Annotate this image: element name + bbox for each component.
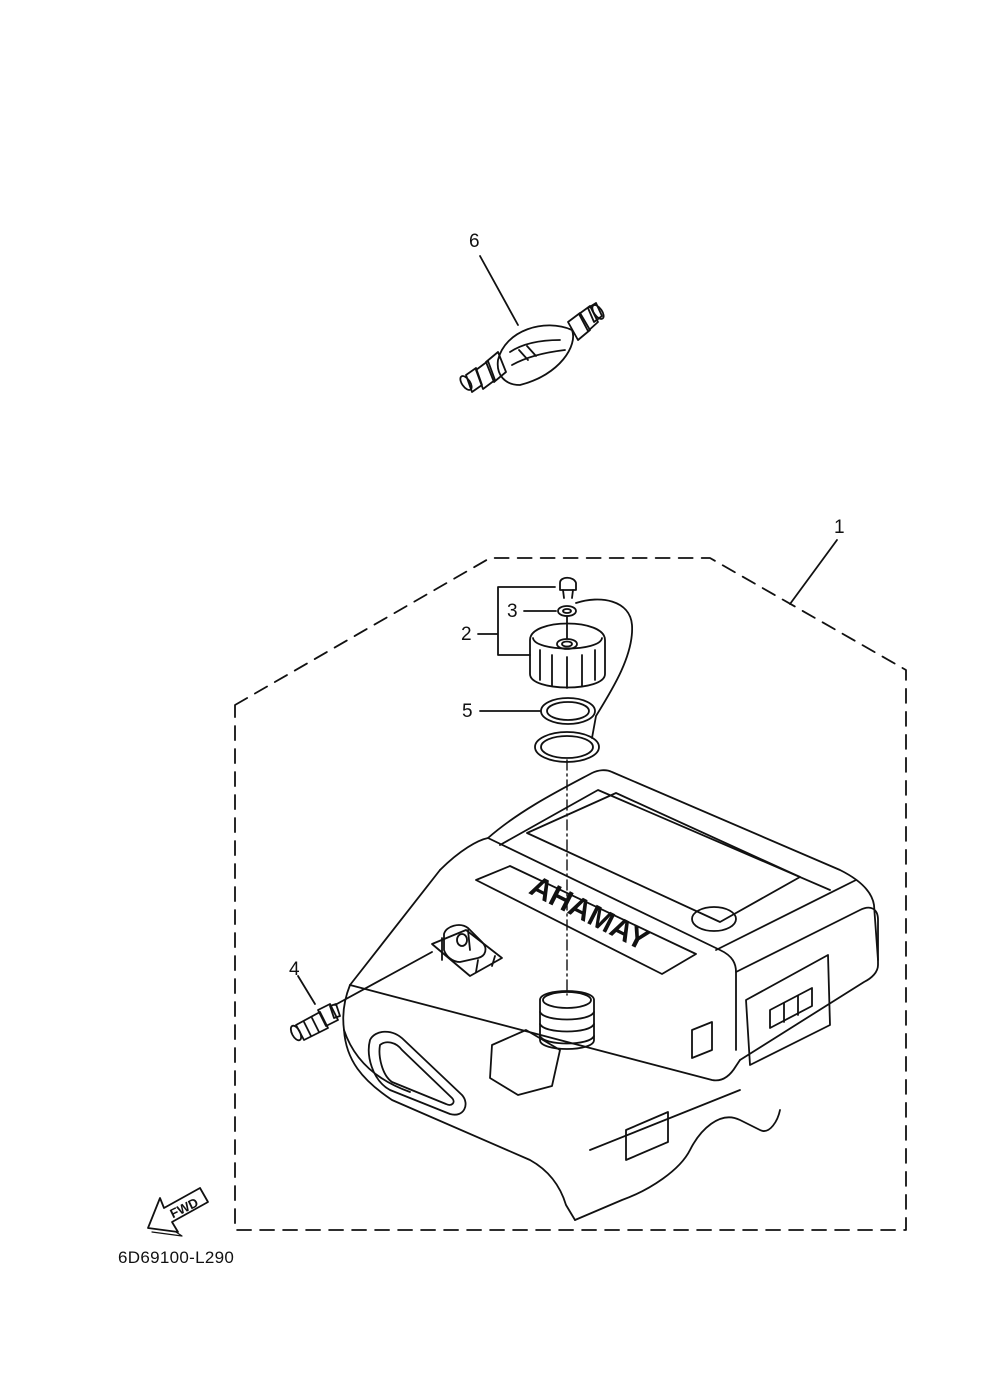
fuel-tank xyxy=(334,769,879,1221)
primer-pump xyxy=(459,302,605,393)
vent-screw xyxy=(557,576,577,617)
fwd-label: FWD xyxy=(167,1195,200,1221)
diagram-code: 6D69100-L290 xyxy=(118,1248,235,1267)
fuel-joint xyxy=(289,1003,341,1042)
bracket-2 xyxy=(477,586,556,656)
callout-1: 1 xyxy=(834,517,845,538)
callout-2: 2 xyxy=(461,624,472,645)
leader-line-1 xyxy=(789,539,838,605)
fwd-arrow-icon xyxy=(147,1187,209,1237)
leader-line-6 xyxy=(479,255,519,326)
callout-5: 5 xyxy=(462,701,473,722)
fuel-cap xyxy=(529,598,633,739)
callout-6: 6 xyxy=(469,231,480,252)
gasket-upper xyxy=(540,697,596,725)
leader-line-4 xyxy=(297,975,316,1005)
callout-3: 3 xyxy=(507,601,518,622)
assembly-boundary xyxy=(234,557,907,1231)
callout-4: 4 xyxy=(289,959,300,980)
